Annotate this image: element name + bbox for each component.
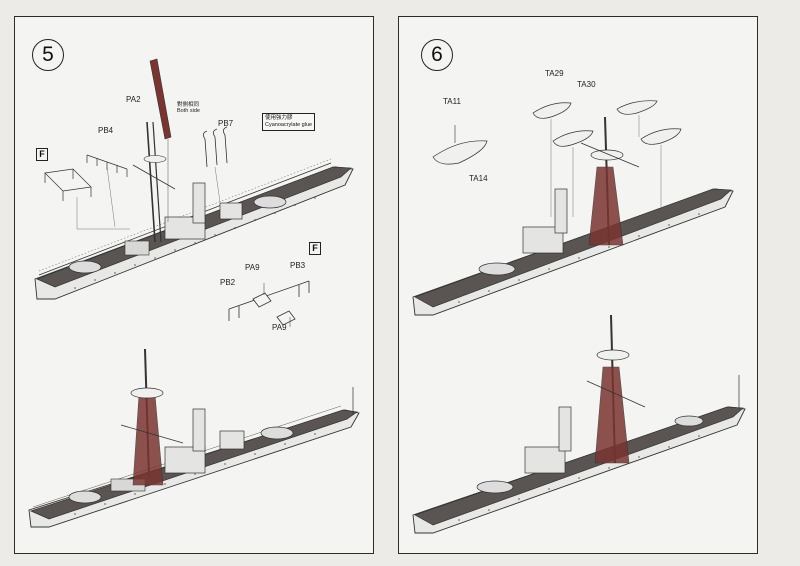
step-6-page: 6 (398, 16, 758, 554)
pb4-railing-part (86, 154, 128, 177)
label-both-sides-cn: 對側相同 (177, 102, 200, 108)
pb7-davit-parts (203, 126, 228, 168)
step6-lower-ship (412, 314, 746, 534)
flag-f-mid: F (309, 242, 321, 255)
label-pb2: PB2 (220, 278, 236, 287)
label-pa2: PA2 (126, 95, 141, 104)
upper-ship-hull (34, 158, 354, 300)
label-pb4: PB4 (98, 126, 114, 135)
glue-note-cn: 使用強力膠 (265, 115, 293, 121)
label-ta30: TA30 (577, 80, 596, 89)
step-6-drawings (412, 100, 746, 534)
label-pa9-bottom: PA9 (272, 323, 287, 332)
step-5-page: 5 (14, 16, 374, 554)
boat-parts (432, 100, 682, 165)
label-ta29: TA29 (545, 69, 564, 78)
flag-f-top: F (36, 148, 48, 161)
pa2-mast-part (149, 58, 172, 140)
step-6-number: 6 (421, 39, 453, 71)
glue-note-en: Cyanoacrylate glue (265, 122, 313, 128)
label-pb3: PB3 (290, 261, 306, 270)
lower-ship-assembled (28, 348, 360, 528)
label-ta14: TA14 (469, 174, 488, 183)
step-5-drawings (28, 58, 360, 528)
label-pa9-top: PA9 (245, 263, 260, 272)
label-pb7: PB7 (218, 119, 234, 128)
glue-note: 使用強力膠 Cyanoacrylate glue (262, 113, 316, 131)
label-ta11: TA11 (443, 97, 461, 106)
step-5-number: 5 (32, 39, 64, 71)
label-both-sides-en: Both side (177, 108, 200, 114)
step6-upper-ship (412, 116, 734, 316)
f-railing-part (44, 168, 92, 201)
railing-subassembly (228, 280, 310, 326)
